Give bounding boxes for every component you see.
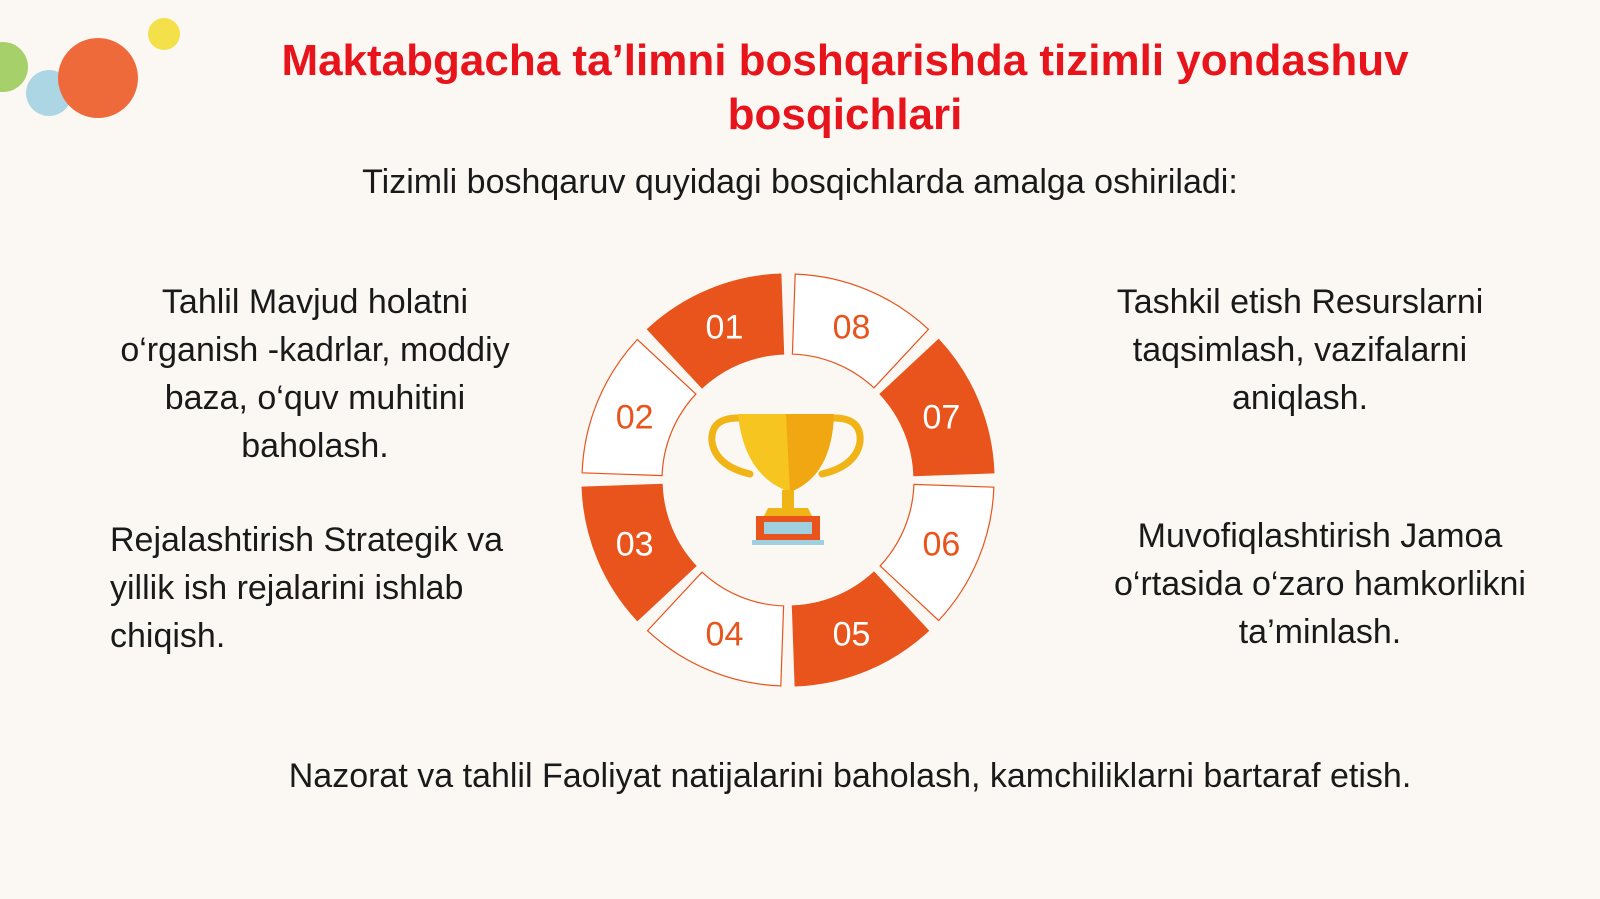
process-wheel: 08 07 06 05 04 03 02 01 [578, 270, 998, 690]
wheel-number-03: 03 [616, 526, 654, 564]
wheel-number-06: 06 [922, 526, 960, 564]
wheel-segment-05 [791, 571, 930, 687]
wheel-segment-08 [791, 273, 930, 389]
wheel-segment-02 [581, 338, 697, 477]
wheel-number-04: 04 [706, 615, 744, 653]
step-planning-text: Rejalashtirish Strategik va yillik ish r… [110, 521, 504, 655]
wheel-number-07: 07 [922, 398, 960, 436]
wheel-number-08: 08 [833, 309, 871, 347]
wheel-number-05: 05 [833, 615, 871, 653]
step-organization-text: Tashkil etish Resurslarni taqsimlash, va… [1116, 283, 1484, 417]
step-coordination-text: Muvofiqlashtirish Jamoa o‘rtasida o‘zaro… [1114, 517, 1526, 651]
decor-dot-green [0, 42, 28, 92]
process-wheel-svg: 08 07 06 05 04 03 02 01 [581, 273, 995, 687]
wheel-segment-06 [879, 483, 995, 622]
wheel-number-02: 02 [616, 398, 654, 436]
wheel-segment-03 [581, 483, 697, 622]
step-analysis-text: Tahlil Mavjud holatni o‘rganish -kadrlar… [120, 283, 510, 465]
trophy-icon [708, 414, 864, 545]
page-title: Maktabgacha ta’limni boshqarishda tiziml… [281, 36, 1409, 139]
step-control-text: Nazorat va tahlil Faoliyat natijalarini … [288, 757, 1412, 795]
decor-dot-yellow [148, 18, 180, 50]
wheel-number-01: 01 [706, 309, 744, 347]
subtitle: Tizimli boshqaruv quyidagi bosqichlarda … [362, 163, 1238, 201]
wheel-segment-07 [879, 338, 995, 477]
wheel-segment-01 [646, 273, 785, 389]
decor-dot-orange [58, 38, 138, 118]
wheel-segment-04 [646, 571, 785, 687]
